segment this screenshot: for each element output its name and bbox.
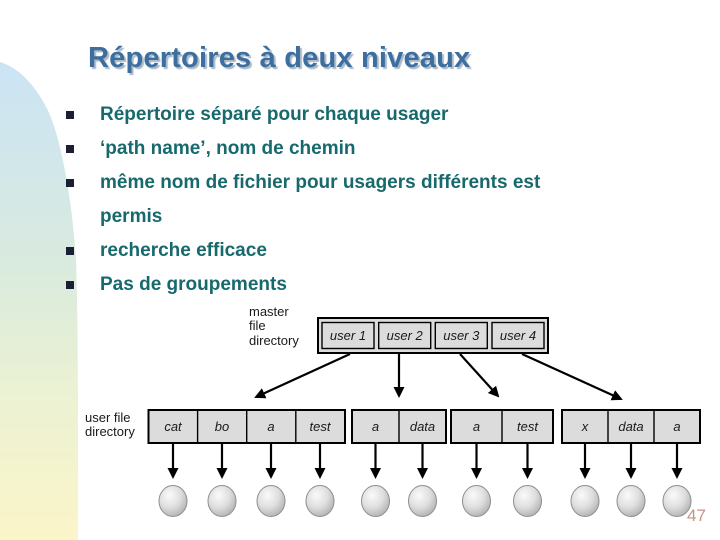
user-directory-group-3: a test — [450, 409, 554, 444]
master-cell-label: user 2 — [387, 328, 424, 343]
file-sphere-icon — [570, 485, 600, 517]
file-cell-label: test — [517, 419, 539, 434]
file-sphere-icon — [207, 485, 237, 517]
bullet-item: Répertoire séparé pour chaque usager — [66, 98, 646, 132]
square-bullet-icon — [66, 145, 74, 153]
square-bullet-icon — [66, 179, 74, 187]
label-line: directory — [249, 333, 299, 348]
file-cell-label: test — [310, 419, 332, 434]
user-file-directory-label: user file directory — [85, 410, 135, 439]
square-bullet-icon — [66, 247, 74, 255]
bullet-item: ‘path name’, nom de chemin — [66, 132, 646, 166]
bullet-list: Répertoire séparé pour chaque usager ‘pa… — [66, 98, 646, 302]
file-cell-label: a — [673, 419, 680, 434]
square-bullet-icon — [66, 111, 74, 119]
bullet-text: recherche efficace — [100, 240, 267, 261]
bullet-text: Répertoire séparé pour chaque usager — [100, 104, 449, 125]
file-sphere-icon — [616, 485, 646, 517]
file-cell-label: x — [581, 419, 589, 434]
bullet-item: recherche efficace — [66, 234, 646, 268]
master-to-user-arrows — [254, 352, 623, 401]
master-cell-label: user 4 — [500, 328, 536, 343]
file-sphere-icon — [462, 485, 491, 517]
file-cell-label: data — [618, 419, 643, 434]
arrow — [254, 352, 351, 399]
file-spheres — [158, 485, 692, 517]
file-sphere-icon — [305, 485, 335, 517]
arrow — [459, 353, 500, 398]
label-line: file — [249, 318, 266, 333]
master-cell — [491, 321, 545, 350]
group-box — [561, 409, 701, 444]
label-line: master — [249, 304, 289, 319]
arrow — [521, 352, 623, 401]
bullet-text: même nom de fichier pour usagers différe… — [100, 172, 541, 227]
square-bullet-icon — [66, 281, 74, 289]
master-cell — [434, 321, 488, 350]
directory-to-file-arrows — [167, 444, 683, 479]
user-directory-group-2: a data — [351, 409, 447, 444]
gradient-band-shape — [0, 62, 78, 540]
master-directory-box: user 1 user 2 user 3 user 4 — [317, 317, 549, 354]
file-sphere-icon — [408, 485, 437, 517]
file-cell-label: a — [473, 419, 480, 434]
file-sphere-icon — [361, 485, 390, 517]
file-sphere-icon — [662, 485, 692, 517]
master-file-directory-label: master file directory — [249, 304, 299, 348]
file-cell-label: data — [410, 419, 435, 434]
bullet-text: ‘path name’, nom de chemin — [100, 138, 356, 159]
file-sphere-icon — [158, 485, 188, 517]
label-line: user file — [85, 410, 131, 425]
user-directory-group-4: x data a — [561, 409, 701, 444]
bullet-text: Pas de groupements — [100, 274, 287, 295]
master-cell — [321, 321, 375, 350]
file-cell-label: a — [267, 419, 274, 434]
bullet-item: Pas de groupements — [66, 268, 646, 302]
bullet-item: même nom de fichier pour usagers différe… — [66, 166, 646, 234]
file-cell-label: bo — [215, 419, 229, 434]
user-directory-group-1: cat bo a test — [147, 409, 346, 444]
label-line: directory — [85, 424, 135, 439]
page-number: 47 — [687, 506, 706, 525]
page-title: Répertoires à deux niveaux — [88, 42, 471, 74]
master-cell — [378, 321, 432, 350]
master-cell-label: user 3 — [443, 328, 480, 343]
master-cell-label: user 1 — [330, 328, 366, 343]
file-cell-label: cat — [164, 419, 183, 434]
file-cell-label: a — [372, 419, 379, 434]
file-sphere-icon — [513, 485, 542, 517]
file-sphere-icon — [256, 485, 286, 517]
